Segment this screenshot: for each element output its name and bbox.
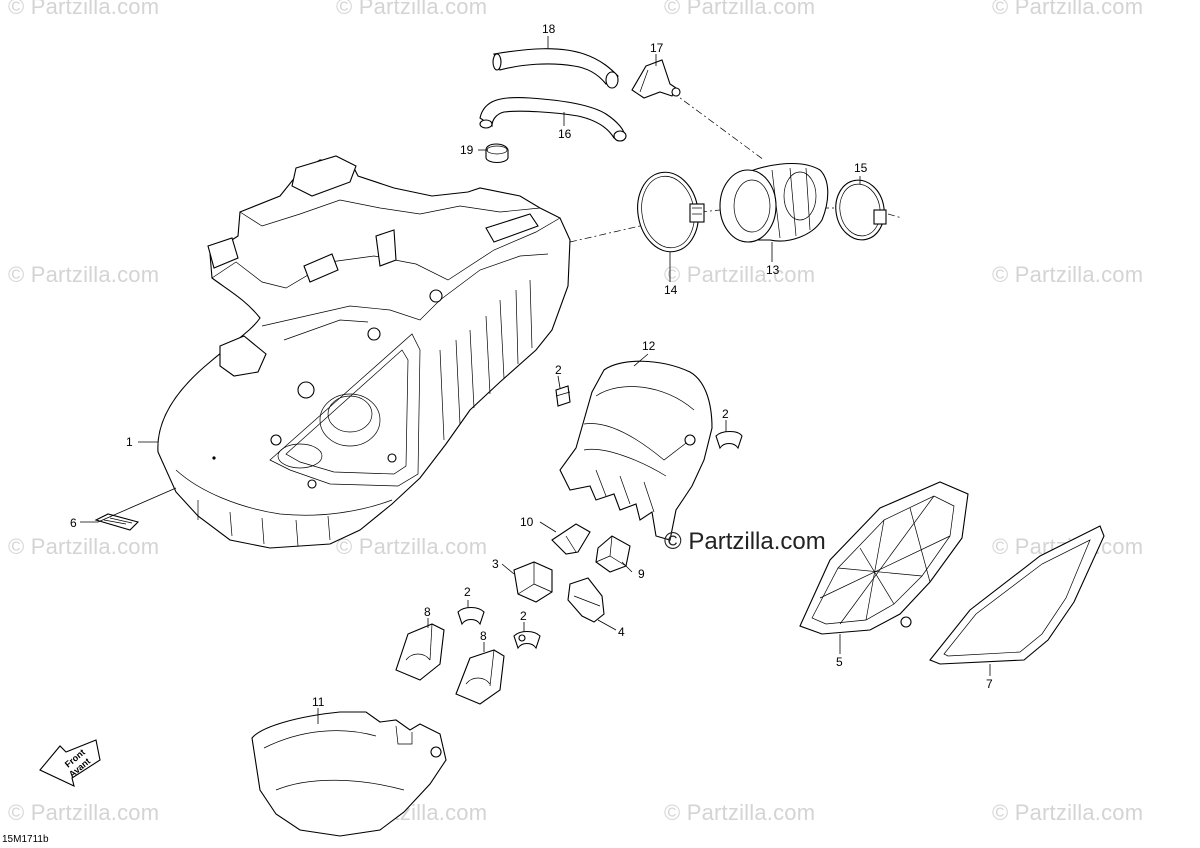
watermark: © Partzilla.com [992,800,1144,825]
part-8-bracket[interactable] [395,623,445,681]
callout-1: 1 [126,435,133,449]
callout-8: 8 [424,605,431,619]
watermark: © Partzilla.com [8,534,160,559]
assembly-line [569,225,641,243]
callout-11: 11 [312,695,325,709]
callout-6: 6 [70,516,77,530]
callout-7: 7 [986,677,993,691]
part-9-block[interactable] [595,535,631,573]
callout-18: 18 [542,22,556,36]
part-5-air-filter[interactable] [799,481,969,635]
callout-2: 2 [555,363,562,377]
part-11-lower-heat-shield[interactable] [251,711,447,837]
part-17-elbow-fitting[interactable] [631,59,681,99]
callout-9: 9 [638,567,645,581]
part-12-heat-shield[interactable] [559,360,713,541]
watermark: © Partzilla.com [664,0,816,19]
part-1-air-box[interactable] [157,155,571,549]
callout-2: 2 [464,585,471,599]
callout-5: 5 [836,655,843,669]
part-10-wedge[interactable] [551,523,591,555]
part-2-clip[interactable] [513,630,541,650]
callout-2: 2 [722,407,729,421]
callout-3: 3 [492,557,499,571]
front-arrow-icon: Front Avant [39,739,101,787]
assembly-line [887,213,903,219]
part-7-gasket[interactable] [929,525,1105,665]
callout-19: 19 [460,143,474,157]
callout-10: 10 [520,515,534,529]
part-6-label[interactable] [94,513,140,531]
part-14-clamp-ring[interactable] [632,167,705,256]
part-2-clip[interactable] [555,385,571,407]
watermark: © Partzilla.com [992,262,1144,287]
callout-4: 4 [618,625,625,639]
part-2-clip[interactable] [715,430,743,450]
part-18-hose[interactable] [492,48,619,89]
part-13-intake-adaptor[interactable] [719,163,829,243]
callout-14: 14 [664,283,678,297]
watermark: © Partzilla.com [8,800,160,825]
callout-17: 17 [650,41,664,55]
watermark: © Partzilla.com [8,0,160,19]
callout-2: 2 [520,609,527,623]
watermark-main: © Partzilla.com [664,528,826,555]
part-2-clip[interactable] [457,606,485,626]
callout-15: 15 [854,161,868,175]
callout-12: 12 [642,339,656,353]
assembly-line [671,91,765,161]
watermark: © Partzilla.com [336,0,488,19]
callout-8: 8 [480,629,487,643]
part-3-bracket[interactable] [513,561,553,603]
part-16-hose[interactable] [479,97,627,142]
drawing-code: 15M1711b [2,834,49,845]
watermark: © Partzilla.com [664,800,816,825]
callout-16: 16 [558,127,572,141]
part-19-clamp[interactable] [485,143,509,164]
watermark: © Partzilla.com [336,534,488,559]
callout-13: 13 [766,263,780,277]
part-8-bracket[interactable] [455,649,505,705]
part-4-plate[interactable] [567,577,605,623]
watermark: © Partzilla.com [992,0,1144,19]
watermark: © Partzilla.com [664,262,816,287]
part-15-clamp-ring[interactable] [831,176,889,243]
watermark: © Partzilla.com [8,262,160,287]
